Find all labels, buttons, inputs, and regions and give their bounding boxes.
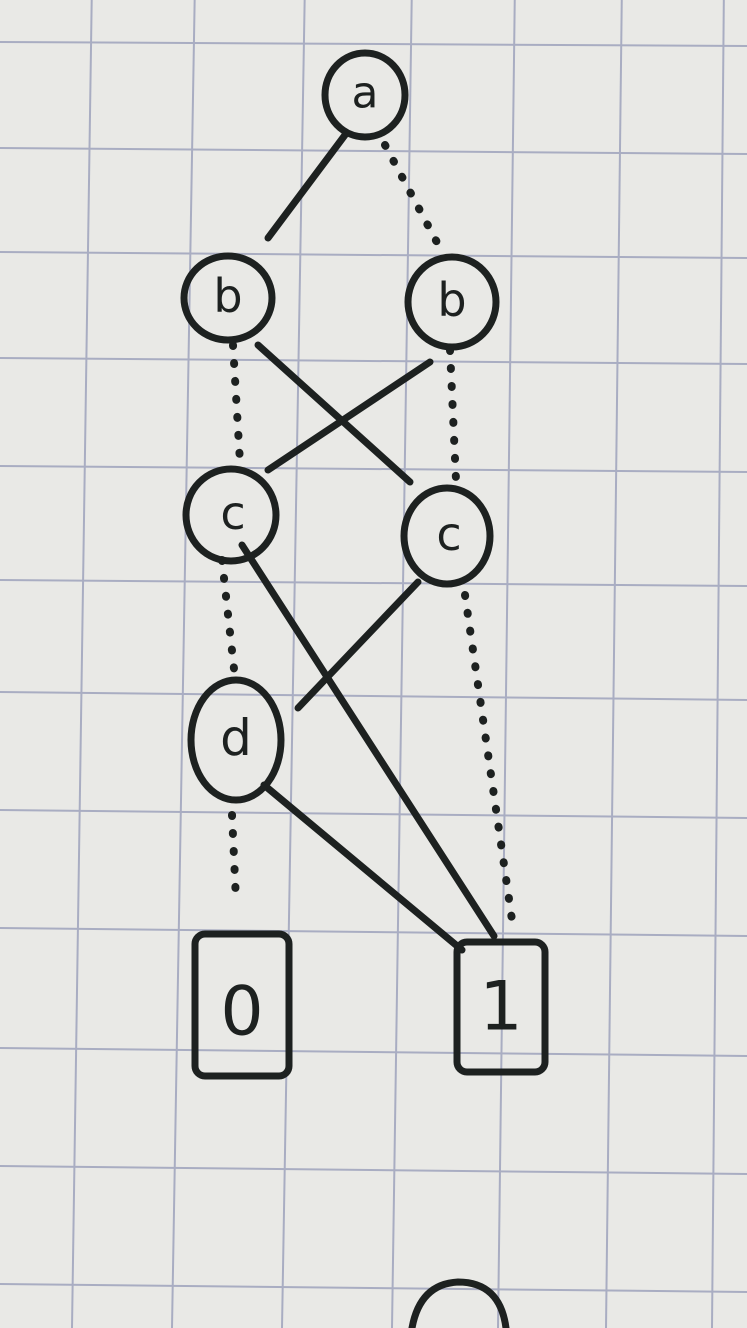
node-c-right-label: c: [436, 507, 461, 561]
grid-line: [497, 0, 516, 1328]
terminal-zero-box: [191, 930, 293, 1080]
edge-b1-to-c2-solid: [254, 341, 414, 486]
edge-b2-to-c2-dotted: [446, 346, 460, 484]
grid-line: [0, 41, 747, 47]
grid-line: [0, 1283, 747, 1293]
edge-c2-to-d-solid: [294, 578, 422, 712]
node-b-left-circle: [180, 252, 276, 344]
edge-c1-to-d-dotted: [218, 556, 239, 682]
grid-line: [0, 809, 747, 819]
node-b-right-label: b: [437, 273, 466, 327]
node-c-right-circle: [400, 484, 494, 588]
edge-b1-to-c1-dotted: [229, 341, 244, 466]
node-d-circle: [187, 676, 285, 804]
grid-line: [0, 927, 747, 937]
edge-d-to-zero-dotted: [228, 811, 240, 904]
grid-line: [0, 357, 747, 365]
node-b-right-circle: [404, 253, 500, 351]
edge-d-to-one-solid: [260, 781, 466, 954]
edge-b2-to-c1-solid: [264, 358, 434, 474]
grid-line: [281, 0, 306, 1328]
grid-line: [0, 1047, 747, 1057]
grid-line: [391, 0, 413, 1328]
node-d-label: d: [220, 709, 252, 767]
node-a-label: a: [352, 68, 379, 119]
edge-c2-to-one-dotted: [461, 591, 516, 924]
grid-line: [0, 691, 747, 701]
edge-a-to-b2-dotted: [381, 141, 444, 252]
node-layer: a b b c c d 0 1: [180, 49, 549, 1328]
grid-line: [171, 0, 196, 1328]
partial-circle-next-drawing: [408, 1278, 510, 1328]
terminal-one-label: 1: [479, 968, 522, 1047]
grid-line: [0, 147, 747, 155]
grid-line: [0, 1165, 747, 1175]
node-b-left-label: b: [213, 269, 242, 323]
grid-line: [605, 0, 623, 1328]
node-c-left-circle: [182, 465, 280, 565]
grid-line: [71, 0, 93, 1328]
edge-a-to-b1-solid: [264, 131, 349, 242]
edge-layer: [218, 131, 516, 954]
edge-c1-to-one-solid: [238, 541, 498, 940]
grid-line: [0, 465, 747, 473]
grid-line: [711, 0, 725, 1328]
grid-line: [0, 579, 747, 587]
node-a-circle: [321, 49, 409, 141]
node-c-left-label: c: [220, 486, 245, 540]
terminal-zero-label: 0: [220, 973, 263, 1052]
terminal-one-box: [453, 938, 549, 1076]
grid-line: [0, 251, 747, 259]
